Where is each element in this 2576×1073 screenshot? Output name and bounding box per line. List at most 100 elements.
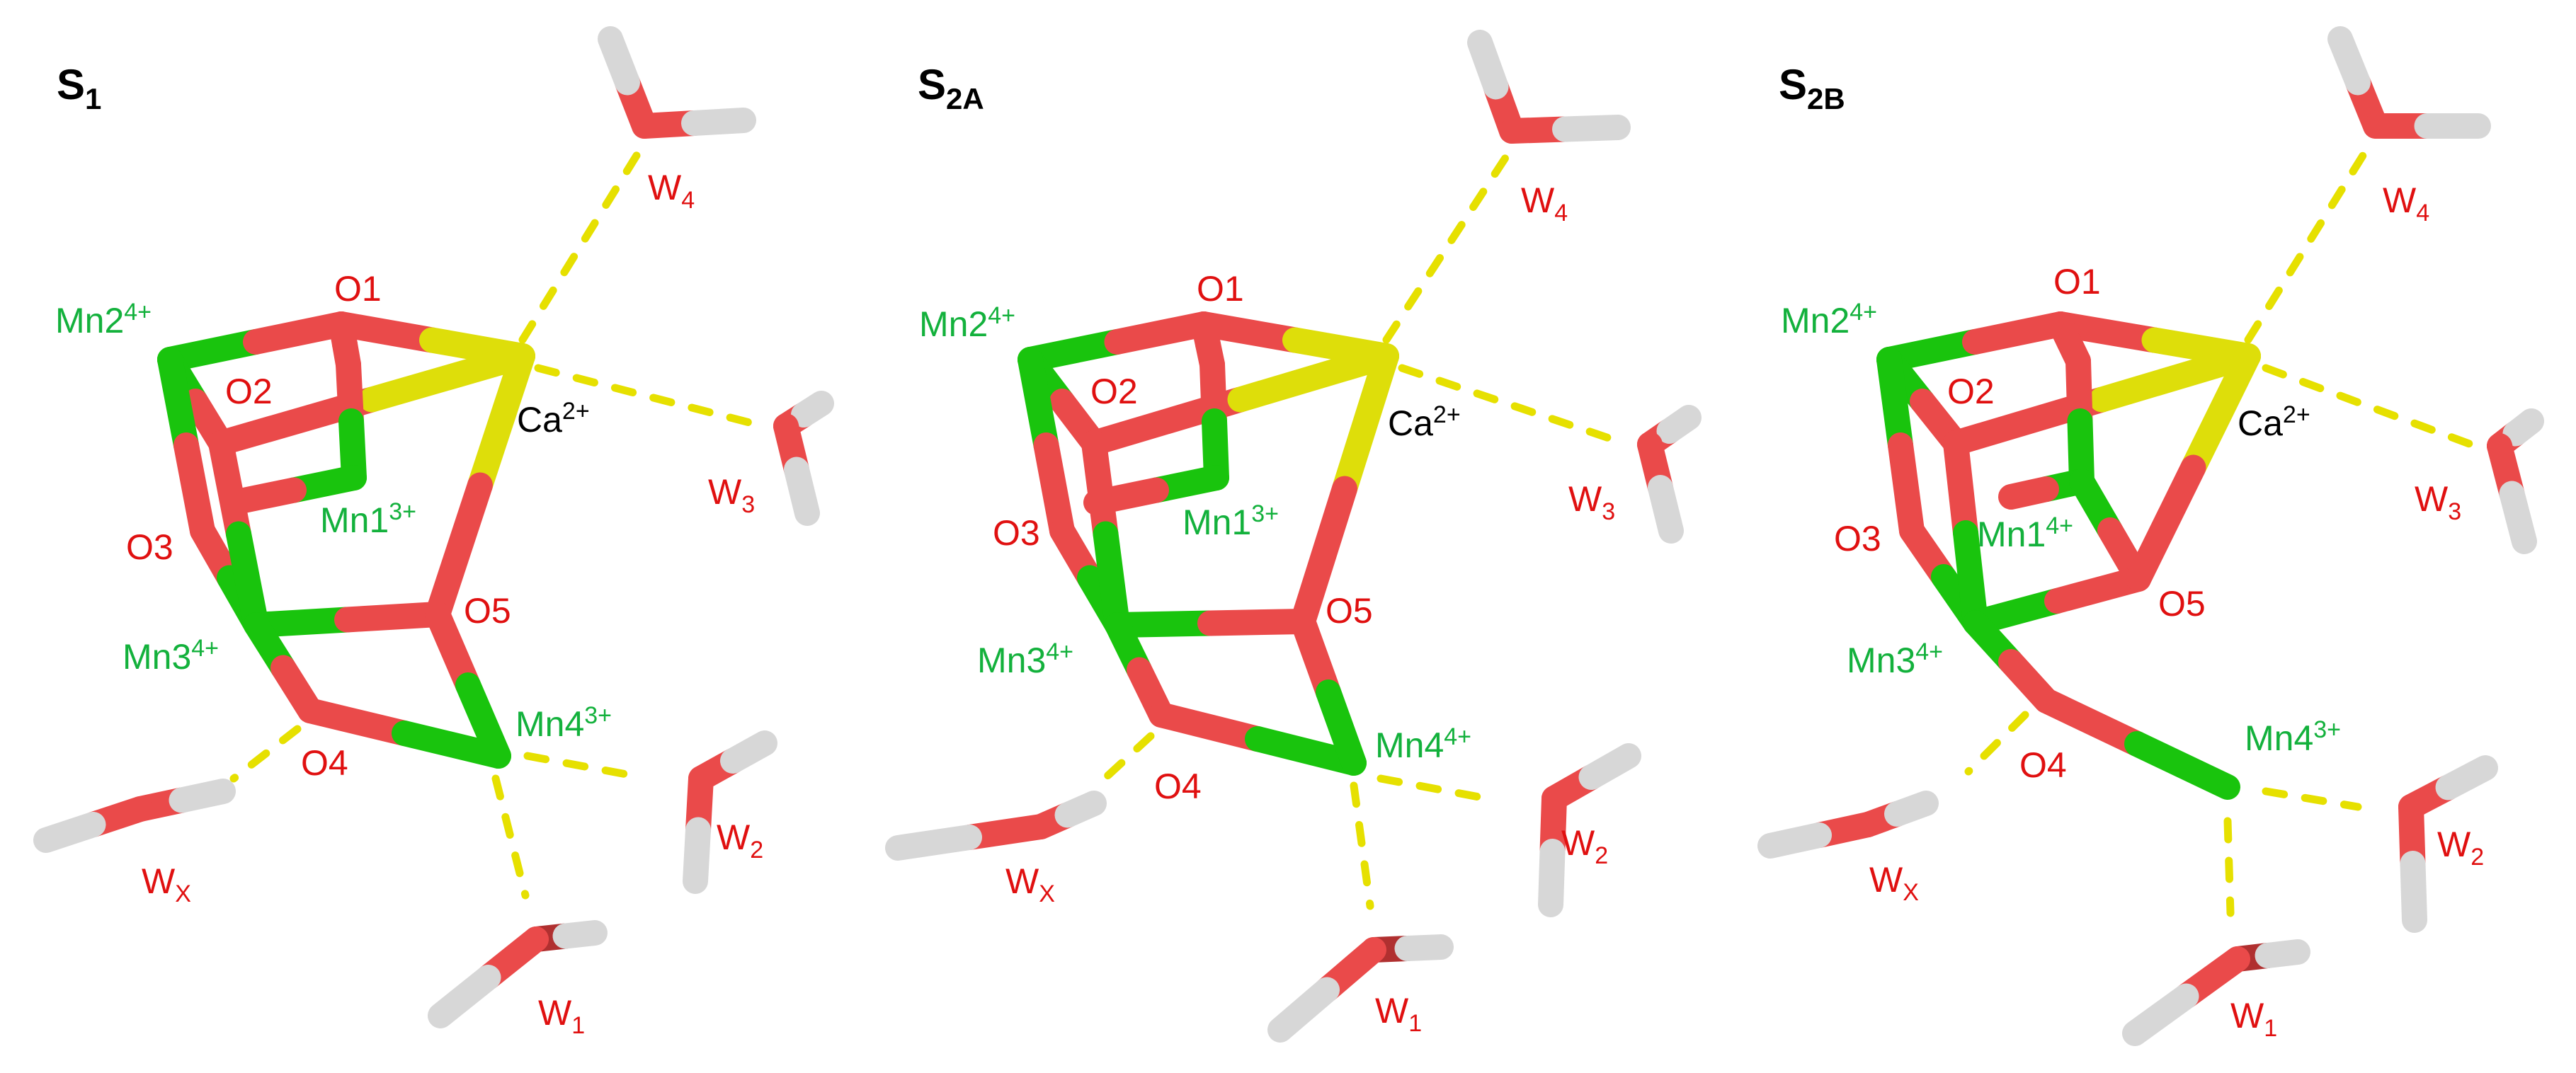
water-oh-bond-half-b <box>598 26 640 96</box>
water-molecule <box>1538 743 1641 917</box>
water-oh-bond-half-b <box>2435 755 2498 801</box>
ca-label: Ca2+ <box>517 398 590 440</box>
wx-label-subscript: X <box>1039 880 1055 907</box>
o3-label: O3 <box>126 527 173 567</box>
cluster-bond-half-b <box>425 472 493 627</box>
o5-label-text: O5 <box>2158 584 2206 624</box>
mn4-label-base: Mn4 <box>1375 725 1444 765</box>
w4-label-base: W <box>1521 180 1555 220</box>
cluster-bond-half-b <box>243 311 354 355</box>
hydrogen-bond <box>1100 732 1155 783</box>
w2-label: W2 <box>717 817 763 863</box>
mn1-label: Mn13+ <box>1182 500 1279 542</box>
panel-title-main: S <box>1779 61 1807 108</box>
cluster-bond-half-b <box>1316 679 1367 776</box>
water-molecule <box>2487 408 2544 554</box>
cluster-bond-half-a <box>2034 688 2150 757</box>
mn1-label: Mn13+ <box>320 498 416 540</box>
w3-label-subscript: 3 <box>2448 498 2461 525</box>
ca-label-base: Ca <box>2238 403 2283 443</box>
cluster-bond-half-a <box>467 343 535 498</box>
hydrogen-bond <box>1377 774 1498 804</box>
cluster-bond-half-b <box>455 672 511 769</box>
water-oh-bond-half-b <box>2122 983 2199 1046</box>
w2-label: W2 <box>2437 825 2484 871</box>
o1-label-text: O1 <box>334 269 382 309</box>
mn2-label: Mn24+ <box>1781 299 1877 340</box>
water-molecule <box>1267 934 1454 1043</box>
mn3-label-base: Mn3 <box>1847 641 1915 680</box>
w2-label-base: W <box>1561 823 1595 863</box>
water-oh-bond-half-b <box>428 965 501 1028</box>
w2-label-base: W <box>717 817 751 857</box>
cluster-bond-half-a <box>157 329 268 372</box>
o4-label-text: O4 <box>1154 767 1202 806</box>
cluster-bond-half-b <box>1197 609 1316 636</box>
cluster-bond-half-a <box>329 311 445 353</box>
o5-label-text: O5 <box>464 591 511 631</box>
mn3-label-base: Mn3 <box>122 637 191 677</box>
mn2-label-charge: 4+ <box>124 299 152 326</box>
w4-label-subscript: 4 <box>681 187 695 214</box>
cluster-bond-half-b <box>1962 311 2073 355</box>
hydrogen-bond <box>2223 817 2235 917</box>
water-oh-bond-half-b <box>1757 822 1832 859</box>
w1-label-base: W <box>538 993 572 1033</box>
mn4cao5-cluster <box>1018 311 1399 776</box>
panel-title-main: S <box>57 61 85 108</box>
water-oh-bond-half-b <box>1648 475 1684 544</box>
w4-label-base: W <box>648 168 682 207</box>
mn4-label: Mn43+ <box>2245 716 2341 758</box>
mn4-label-charge: 3+ <box>584 702 612 729</box>
w3-label-subscript: 3 <box>741 491 755 518</box>
w1-label-subscript: 1 <box>2264 1015 2277 1042</box>
o4-label: O4 <box>2019 745 2067 785</box>
cluster-bond-half-a <box>1191 311 1308 353</box>
water-molecule <box>428 920 608 1028</box>
cluster-bond-half-b <box>1033 432 1075 544</box>
o2-label: O2 <box>225 372 273 411</box>
cluster-bond-half-b <box>2044 566 2151 614</box>
hydrogen-bond <box>1398 364 1626 447</box>
water-oh-bond-half-b <box>1394 934 1454 961</box>
w4-label: W4 <box>648 168 695 214</box>
ca-label-base: Ca <box>517 400 562 440</box>
water-oh-bond-half-b <box>2400 851 2427 933</box>
hydrogen-bond <box>229 725 302 783</box>
mn3-label-charge: 4+ <box>1915 638 1943 665</box>
hydrogen-bond <box>523 752 634 779</box>
wx-label-subscript: X <box>175 880 191 907</box>
w1-label-subscript: 1 <box>1408 1010 1422 1037</box>
w1-label-base: W <box>2230 996 2264 1035</box>
o1-label: O1 <box>1197 269 1244 309</box>
wx-label-base: W <box>1005 861 1039 901</box>
panel-3: S2BMn24+O1O2Ca2+Mn14+O3Mn34+O5O4Mn43+W4W… <box>1757 26 2544 1046</box>
w3-label-base: W <box>708 472 742 512</box>
hydrogen-bond <box>2244 148 2369 344</box>
mn2-label-base: Mn2 <box>919 304 988 344</box>
hydrogen-bond <box>2262 787 2362 811</box>
hydrogen-bond <box>518 144 645 344</box>
water-oh-bond-half-b <box>1578 743 1641 790</box>
water-molecule <box>598 26 756 139</box>
cluster-bond-half-b <box>221 477 307 515</box>
water-oh-bond-half-b <box>1267 977 1340 1043</box>
cluster-bond-half-a <box>157 347 199 458</box>
mn3-label-base: Mn3 <box>977 641 1046 680</box>
cluster-bond-half-a <box>244 607 360 638</box>
water-oh-bond-half-b <box>791 391 834 428</box>
mn4-label: Mn44+ <box>1375 723 1471 765</box>
o1-label: O1 <box>2053 262 2101 302</box>
w2-label-subscript: 2 <box>750 837 763 863</box>
w4-label-base: W <box>2383 180 2417 220</box>
hydrogen-bond <box>1350 781 1374 910</box>
mn3-label-charge: 4+ <box>191 635 219 662</box>
mn1-label-base: Mn1 <box>1182 503 1251 542</box>
ca-label-charge: 2+ <box>2283 401 2310 428</box>
water-molecule <box>2398 755 2498 933</box>
panel-title-subscript: 1 <box>85 82 101 115</box>
o5-label: O5 <box>464 591 511 631</box>
o5-label-text: O5 <box>1326 591 1373 631</box>
water-molecule <box>33 779 236 853</box>
cluster-bond-half-b <box>1093 521 1130 638</box>
